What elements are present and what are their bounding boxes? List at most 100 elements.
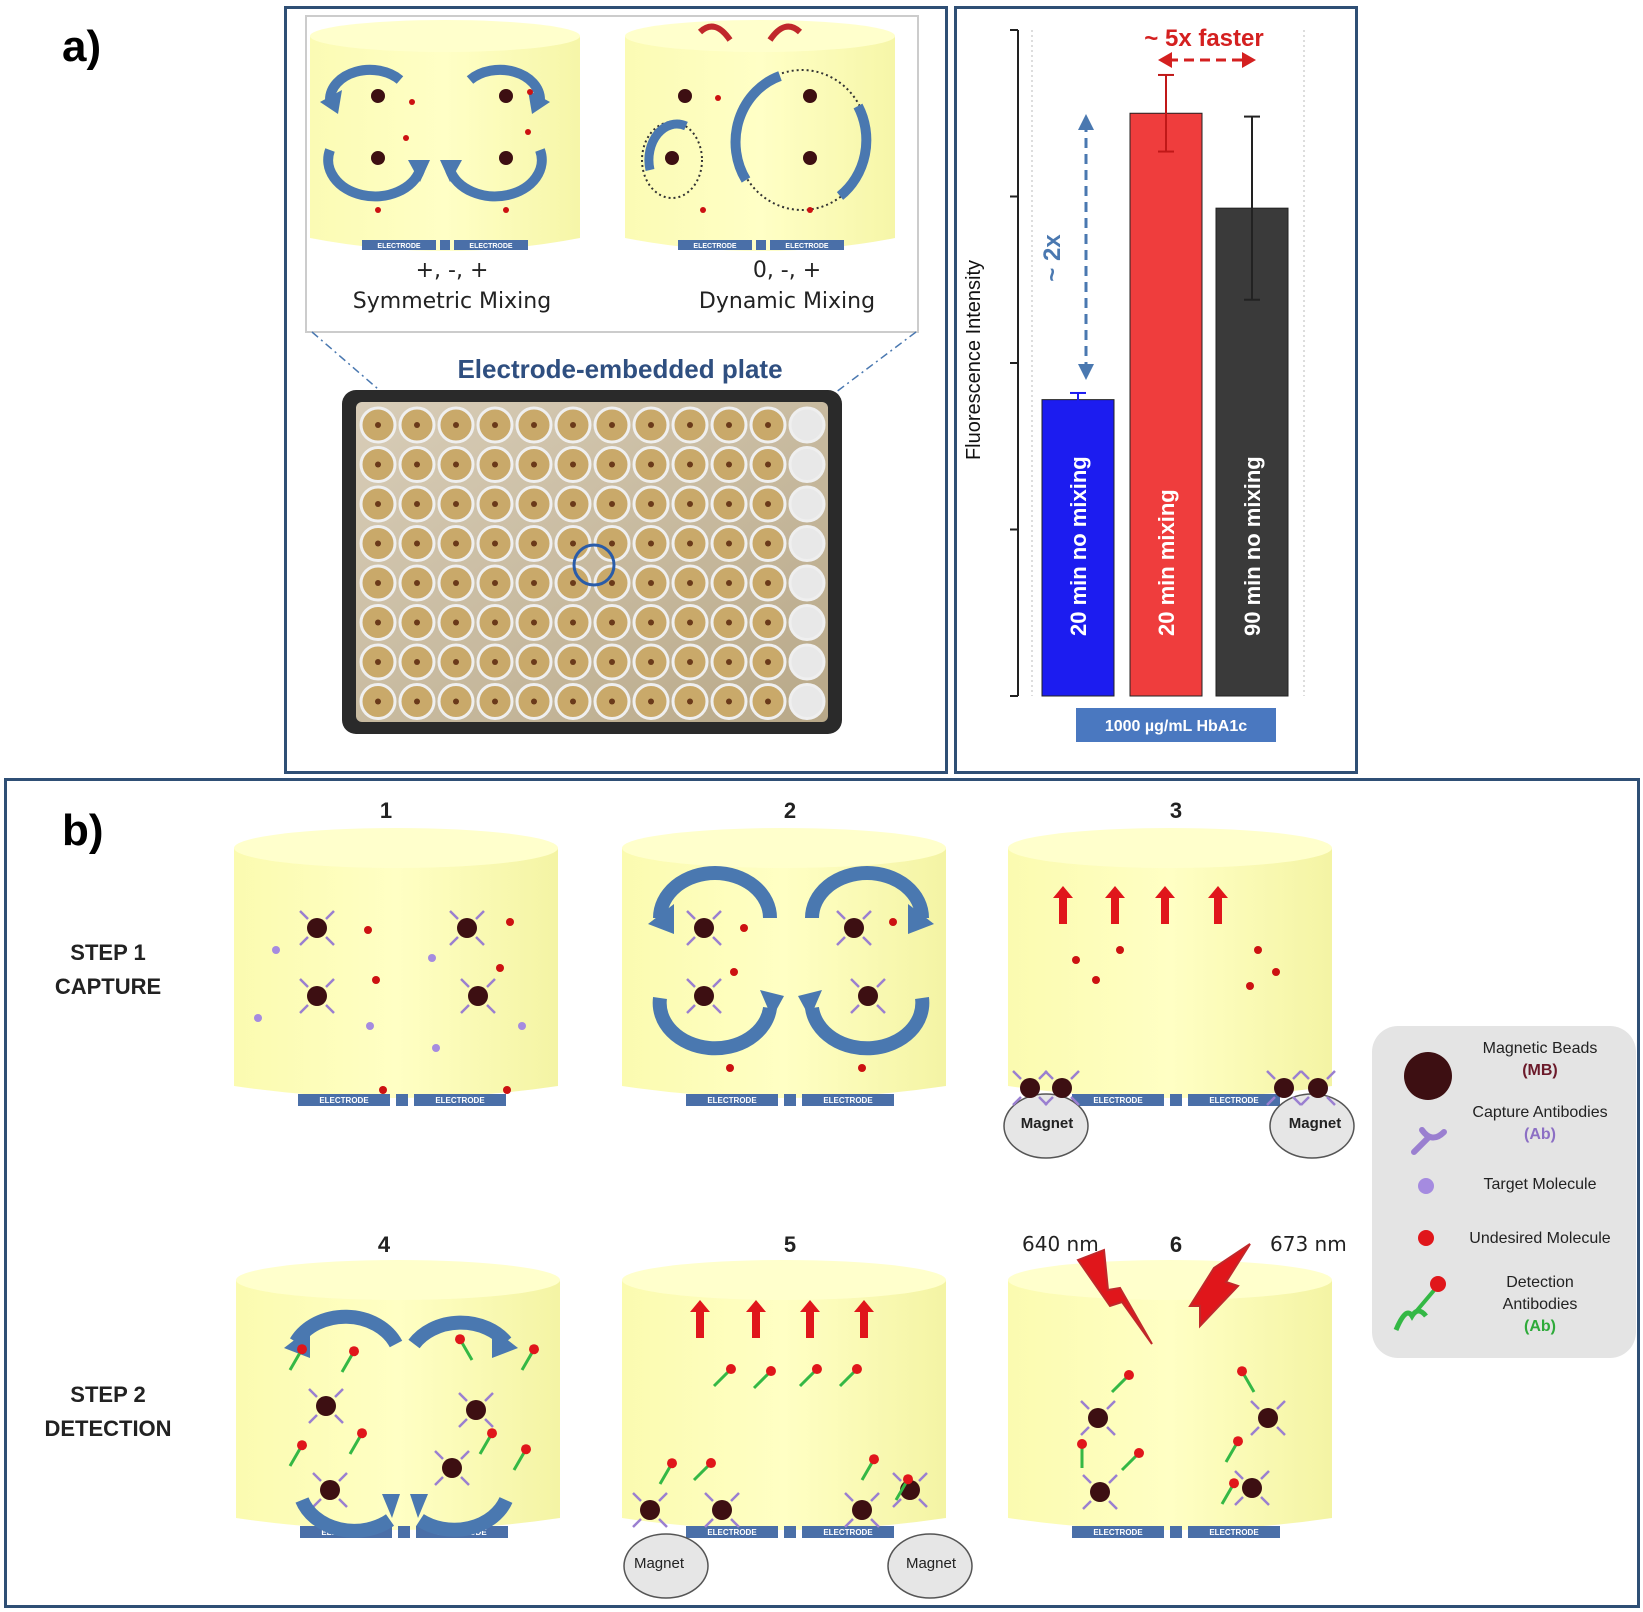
capture-antibody	[850, 978, 860, 988]
fluorophore	[1237, 1366, 1247, 1377]
capture-antibody	[730, 1518, 740, 1528]
undesired-molecule	[1092, 976, 1100, 984]
capture-antibody	[334, 1414, 344, 1424]
well-electrode-dot	[570, 422, 576, 428]
capture-antibody	[1106, 1400, 1116, 1410]
capture-antibody	[686, 910, 696, 920]
mixing-arrow	[295, 1497, 395, 1538]
well-electrode-dot	[570, 580, 576, 586]
capture-antibody	[686, 978, 696, 988]
bar-label-3: 90 min no mixing	[1240, 456, 1265, 636]
well-electrode-dot	[531, 501, 537, 507]
highlighted-well	[572, 543, 616, 587]
capture-antibody	[325, 1004, 335, 1014]
well-electrode-dot	[414, 698, 420, 705]
capture-antibody	[1260, 1496, 1270, 1506]
well-electrode-dot	[687, 580, 693, 586]
capture-antibody	[1234, 1470, 1244, 1480]
fluorophore	[1229, 1478, 1239, 1489]
well-electrode-dot	[609, 659, 615, 665]
well-electrode-dot	[687, 540, 693, 547]
capture-antibody	[1108, 1474, 1118, 1484]
well-electrode-dot	[531, 540, 537, 547]
panel-b-label: b)	[62, 806, 104, 855]
well-electrode-dot	[687, 501, 693, 507]
well-electrode-dot	[531, 619, 537, 626]
mixing-arrowhead	[798, 990, 822, 1018]
well-electrode-dot	[687, 461, 693, 468]
plate-well	[788, 406, 826, 444]
target-molecule-icon	[1418, 1178, 1434, 1194]
capture-antibody	[325, 936, 335, 946]
plate-well	[788, 564, 826, 602]
fluorophore	[529, 1344, 539, 1355]
magnetic-bead	[852, 1500, 872, 1520]
well-electrode-dot	[765, 422, 771, 428]
capture-antibody	[1082, 1474, 1092, 1484]
magnetic-bead	[307, 918, 327, 938]
capture-antibody	[892, 1498, 902, 1508]
capture-antibody	[1070, 1070, 1080, 1080]
capture-antibody	[704, 1492, 714, 1502]
mixing-arrow	[805, 997, 930, 1056]
capture-antibody	[325, 978, 335, 988]
wash-arrowhead	[1155, 886, 1175, 898]
fluorophore	[811, 1364, 822, 1375]
electrode-right	[414, 1094, 506, 1106]
well-electrode-dot	[648, 540, 654, 547]
bar-label-2: 20 min mixing	[1154, 489, 1179, 636]
undesired-molecule	[730, 968, 738, 976]
well-electrode-dot	[375, 461, 381, 468]
capture-antibody	[299, 936, 309, 946]
undesired-molecule	[726, 1064, 734, 1072]
fluorophore	[1123, 1370, 1134, 1381]
capture-antibody	[870, 1492, 880, 1502]
capture-antibody	[460, 1476, 470, 1486]
electrode-left	[1072, 1094, 1164, 1106]
well-electrode-dot	[492, 540, 498, 547]
electrode-gap	[396, 1094, 408, 1106]
capture-antibody	[712, 936, 722, 946]
well-electrode-dot	[765, 540, 771, 547]
well-electrode-dot	[765, 619, 771, 626]
well-electrode-dot	[765, 501, 771, 507]
capture-antibody	[1250, 1426, 1260, 1436]
fluorophore	[1233, 1436, 1243, 1447]
capture-antibody	[1106, 1426, 1116, 1436]
fluorophore	[869, 1454, 879, 1465]
well-electrode-dot	[570, 501, 576, 507]
undesired-molecule	[889, 918, 897, 926]
plate-well	[788, 485, 826, 523]
electrode-right	[802, 1526, 894, 1538]
magnetic-bead	[1274, 1078, 1294, 1098]
capture-antibody	[334, 1388, 344, 1398]
mixing-arrowhead	[382, 1494, 400, 1518]
well-electrode-dot	[453, 422, 459, 428]
capture-antibody	[862, 910, 872, 920]
magnetic-bead	[1258, 1408, 1278, 1428]
well-electrode-dot	[570, 540, 576, 547]
well-electrode-dot	[648, 619, 654, 626]
undesired-molecule	[1072, 956, 1080, 964]
dynamic-polarity: 0, -, +	[752, 258, 822, 283]
electrode-text: ELECTRODE	[1209, 1528, 1259, 1537]
well-electrode-dot	[375, 422, 381, 428]
well-electrode-dot	[687, 659, 693, 665]
well-electrode-dot	[531, 461, 537, 468]
plate-title: Electrode-embedded plate	[457, 354, 783, 384]
well-electrode-dot	[375, 698, 381, 705]
undesired-molecule-icon	[1418, 1230, 1434, 1246]
y-ticks	[1010, 29, 1018, 697]
magnet-label-3-right: Magnet	[1288, 1115, 1342, 1132]
fluorophore	[903, 1474, 913, 1485]
electrode-text: ELECTRODE	[319, 1096, 369, 1105]
well-electrode-dot	[726, 580, 732, 586]
well-electrode-dot	[765, 698, 771, 705]
electrode-gap	[1170, 1526, 1182, 1538]
wash-arrow	[696, 1310, 704, 1338]
legend-mb-abbr: (MB)	[1522, 1062, 1558, 1079]
well-electrode-dot	[414, 461, 420, 468]
plate-well	[788, 446, 826, 483]
